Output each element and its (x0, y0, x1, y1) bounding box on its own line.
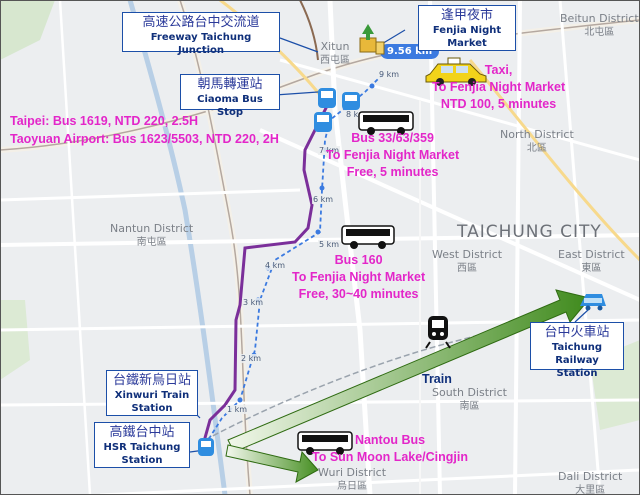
hsr-zh-label: 高鐵台中站 (109, 425, 175, 440)
xinwuri-zh-label: 台鐵新烏日站 (113, 373, 192, 388)
km-label: 7 km (318, 146, 341, 155)
hsr-en-label-1: HSR Taichung (103, 442, 181, 453)
callout-ciaoma-bus-stop[interactable]: 朝馬轉運站 Ciaoma Bus Stop (180, 74, 280, 118)
arrow-to-taichung-station (227, 289, 591, 453)
note-taoyuan-bus: Taoyuan Airport: Bus 1623/5503, NTD 220,… (10, 132, 279, 146)
taichung-station-icon[interactable] (578, 288, 608, 312)
note-nantou-bus: Nantou Bus To Sun Moon Lake/Cingjin (312, 432, 468, 466)
bus33-line-1: Bus 33/63/359 (351, 131, 434, 145)
note-bus-33: Bus 33/63/359 To Fenjia Night Market Fre… (326, 130, 459, 181)
callout-taichung-railway-station[interactable]: 台中火車站 Taichung Railway Station (530, 322, 624, 379)
km-label: 2 km (240, 354, 263, 363)
taichung-rail-zh-label: 台中火車站 (544, 325, 610, 340)
xinwuri-en-label-2: Station (131, 403, 173, 414)
fenjia-en-label-2: Market (447, 38, 487, 49)
ciaoma-bus-stop-icon[interactable] (316, 86, 366, 112)
bus-33-icon (358, 111, 414, 135)
park-areas (0, 0, 640, 430)
train-label: Train (422, 372, 452, 386)
bus33-line-3: Free, 5 minutes (346, 165, 439, 179)
bus160-line-2: To Fenjia Night Market (292, 270, 426, 284)
note-taipei-bus: Taipei: Bus 1619, NTD 220, 2.5H (10, 114, 199, 128)
callout-freeway-junction[interactable]: 高速公路台中交流道 Freeway Taichung Junction (122, 12, 280, 56)
taichung-rail-en-label-1: Taichung (551, 342, 603, 353)
bus-160-icon (341, 225, 395, 249)
km-label: 5 km (318, 240, 341, 249)
km-label: 1 km (226, 405, 249, 414)
taxi-line-1: Taxi, (484, 63, 513, 77)
bus-stop-icon[interactable] (312, 110, 336, 134)
arrow-to-sun-moon-lake (225, 444, 319, 483)
note-bus-160: Bus 160 To Fenjia Night Market Free, 30~… (292, 252, 425, 303)
hsr-station-icon[interactable] (196, 436, 218, 460)
freeway-en-label: Freeway Taichung Junction (150, 32, 252, 56)
night-market-marker-icon[interactable] (358, 24, 386, 58)
freeway-zh-label: 高速公路台中交流道 (142, 15, 260, 30)
river (127, 0, 228, 495)
ciaoma-zh-label: 朝馬轉運站 (197, 77, 263, 92)
km-label: 9 km (378, 70, 401, 79)
km-label: 4 km (264, 261, 287, 270)
bus160-line-3: Free, 30~40 minutes (298, 287, 419, 301)
bus33-line-2: To Fenjia Night Market (326, 148, 460, 162)
bus160-line-1: Bus 160 (334, 253, 383, 267)
km-label: 8 km (345, 110, 368, 119)
bus-160-route (201, 99, 332, 446)
taxi-line-3: NTD 100, 5 minutes (440, 97, 557, 111)
callout-hsr-taichung-station[interactable]: 高鐵台中站 HSR Taichung Station (94, 422, 190, 468)
ciaoma-en-label: Ciaoma Bus Stop (197, 94, 263, 118)
xinwuri-en-label-1: Xinwuri Train (114, 390, 190, 401)
nantou-bus-icon (297, 431, 353, 455)
callout-xinwuri-station[interactable]: 台鐵新烏日站 Xinwuri Train Station (106, 370, 198, 416)
city-label: TAICHUNG CITY (457, 222, 602, 242)
nantou-line-2: To Sun Moon Lake/Cingjin (312, 450, 469, 464)
nantou-line-1: Nantou Bus (354, 433, 426, 447)
taxi-icon (425, 57, 487, 86)
km-label: 6 km (312, 195, 335, 204)
hsr-en-label-2: Station (121, 455, 163, 466)
callout-fenjia-night-market[interactable]: 逢甲夜市 Fenjia Night Market (418, 5, 516, 51)
fenjia-en-label-1: Fenjia Night (432, 25, 502, 36)
train-icon (425, 316, 451, 349)
taxi-line-2: To Fenjia Night Market (432, 80, 566, 94)
fenjia-zh-label: 逢甲夜市 (440, 8, 493, 23)
taichung-rail-en-label-2: Railway Station (555, 355, 599, 379)
note-taxi: Taxi, To Fenjia Night Market NTD 100, 5 … (432, 62, 565, 113)
km-label: 3 km (242, 298, 265, 307)
